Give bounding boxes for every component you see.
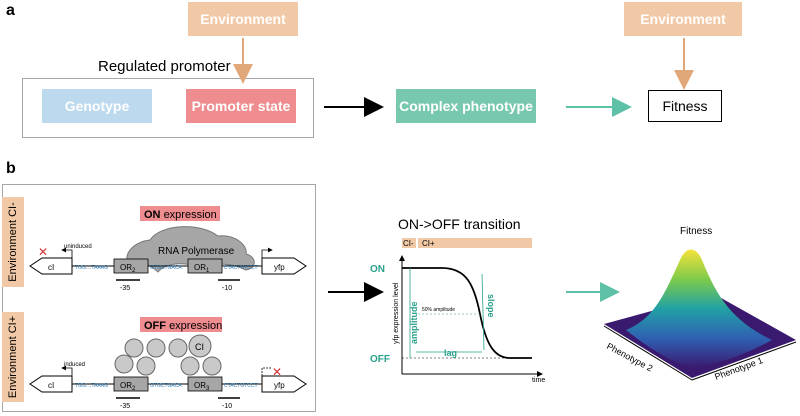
or1-box-top bbox=[187, 258, 223, 274]
sequence-right-bottom: CTACTGTCCT bbox=[224, 383, 258, 389]
complex-phenotype-box: Complex phenotype bbox=[396, 89, 536, 123]
minus10-label-bottom: -10 bbox=[222, 403, 232, 410]
yfp-gene-label-top: yfp bbox=[274, 263, 285, 272]
phenotype2-axis bbox=[603, 325, 693, 381]
x-axis-label: time bbox=[532, 377, 545, 384]
promoter-detail-diagram: ON expression RNA Polymerase cI yfp OR2 … bbox=[29, 206, 307, 410]
minus10-label-top: -10 bbox=[222, 285, 232, 292]
genotype-box: Genotype bbox=[42, 89, 152, 123]
sequence-right-top: CTACTGTCCT bbox=[224, 265, 258, 271]
off-expression-text: expression bbox=[169, 320, 222, 332]
on-label: ON bbox=[144, 209, 161, 221]
panel-b-label: b bbox=[6, 160, 16, 177]
minus35-label-bottom: -35 bbox=[120, 403, 130, 410]
landscape-peak bbox=[626, 249, 772, 368]
or3-box-bottom bbox=[187, 376, 223, 392]
environment-ci-plus-label: Environment CI+ bbox=[2, 312, 24, 402]
svg-text:ON expression: ON expression bbox=[144, 209, 217, 221]
ci-minus-bar bbox=[402, 238, 416, 248]
promoter-state-box: Promoter state bbox=[186, 89, 296, 123]
ci-plus-bar-label: CI+ bbox=[422, 239, 435, 248]
lag-label: lag bbox=[444, 348, 457, 358]
svg-text:OR1: OR1 bbox=[194, 263, 210, 274]
x-mark-uninduced: ✕ bbox=[38, 245, 48, 259]
svg-text:OR2: OR2 bbox=[120, 263, 136, 274]
fitness-box: Fitness bbox=[648, 90, 722, 122]
or2-box-top bbox=[113, 258, 149, 274]
svg-text:OR3: OR3 bbox=[194, 381, 210, 392]
ci-plus-bar bbox=[418, 238, 532, 248]
ci-gene-label-top: cI bbox=[48, 263, 54, 272]
minus35-label-top: -35 bbox=[120, 285, 130, 292]
or2-sub-bottom: 2 bbox=[132, 386, 136, 392]
sequence-mid-bottom: GTGCTGACA bbox=[150, 383, 182, 389]
off-label: OFF bbox=[144, 320, 166, 332]
rna-polymerase-label: RNA Polymerase bbox=[158, 246, 235, 257]
expression-curve bbox=[402, 267, 532, 359]
panel-a-label: a bbox=[6, 2, 15, 19]
yfp-gene-label-bottom: yfp bbox=[274, 381, 285, 390]
panel-a-arrows bbox=[233, 38, 694, 117]
fifty-amplitude-label: 50% amplitude bbox=[422, 307, 455, 313]
or2-label-top: OR bbox=[120, 263, 132, 272]
off-expression-label-bg bbox=[140, 317, 222, 332]
panel-b-arrows bbox=[328, 282, 620, 302]
landscape-fitness-label: Fitness bbox=[680, 226, 713, 237]
ci-minus-bar-label: CI- bbox=[403, 239, 414, 248]
environment-ci-minus-label: Environment CI- bbox=[2, 197, 24, 287]
or2-box-bottom bbox=[113, 376, 149, 392]
sequence-left-bottom: TGG....TAAAG bbox=[75, 383, 108, 389]
off-level-label: OFF bbox=[370, 354, 390, 365]
on-expression-text: expression bbox=[164, 209, 217, 221]
or1-sub-top: 1 bbox=[206, 268, 210, 274]
ci-gene-arrow-bottom bbox=[29, 375, 73, 393]
amplitude-label: amplitude bbox=[409, 301, 419, 344]
y-axis-label: yfp expression level bbox=[393, 282, 400, 344]
or1-label-top: OR bbox=[194, 263, 206, 272]
uninduced-label: uninduced bbox=[64, 244, 92, 250]
on-level-label: ON bbox=[370, 264, 385, 275]
phenotype1-axis bbox=[691, 341, 797, 381]
regulated-promoter-frame bbox=[22, 78, 314, 138]
induced-label: induced bbox=[64, 362, 85, 368]
fitness-landscape: Phenotype 2 Phenotype 1 bbox=[603, 249, 797, 382]
on-expression-label-bg bbox=[140, 206, 220, 221]
x-mark-yfp: ✕ bbox=[272, 365, 282, 379]
rna-polymerase-shape bbox=[126, 226, 255, 273]
slope-label: slope bbox=[486, 294, 496, 318]
transition-plot: CI- CI+ ON OFF yfp expression level time… bbox=[370, 238, 545, 384]
sequence-left-top: TGG....TAAAG bbox=[75, 265, 108, 271]
yfp-gene-arrow-bottom bbox=[261, 375, 307, 393]
yfp-gene-arrow-top bbox=[261, 257, 307, 275]
environment-box-left: Environment bbox=[188, 2, 298, 36]
ci-protein-label: CI bbox=[195, 342, 204, 352]
or2-label-bottom: OR bbox=[120, 381, 132, 390]
environment-box-right: Environment bbox=[624, 2, 742, 36]
regulated-promoter-label: Regulated promoter bbox=[98, 58, 231, 75]
or3-label-bottom: OR bbox=[194, 381, 206, 390]
ci-gene-label-bottom: cI bbox=[48, 381, 54, 390]
svg-text:OR2: OR2 bbox=[120, 381, 136, 392]
promoter-detail-frame bbox=[2, 184, 316, 412]
sequence-mid-top: GTGCTGACA bbox=[150, 265, 182, 271]
ci-repressor-complex bbox=[114, 334, 222, 376]
ci-gene-arrow-top bbox=[29, 257, 73, 275]
or3-sub-bottom: 3 bbox=[206, 386, 210, 392]
svg-text:OFF expression: OFF expression bbox=[144, 320, 222, 332]
transition-title: ON->OFF transition bbox=[398, 216, 521, 232]
or2-sub-top: 2 bbox=[132, 268, 136, 274]
